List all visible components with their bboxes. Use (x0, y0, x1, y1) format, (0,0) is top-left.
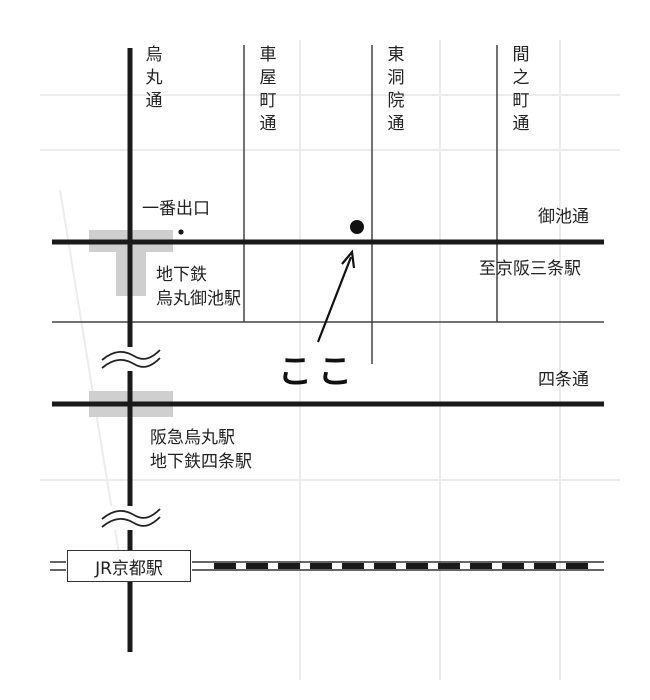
kuruma-yamachi-street-label: 車屋町通 (259, 45, 277, 134)
to-keihan-sanjo-label: 至京阪三条駅 (479, 259, 581, 279)
jr-railway (50, 561, 604, 571)
oike-street-label: 御池通 (538, 207, 589, 227)
karasuma-oike-line-2: 烏丸御池駅 (156, 289, 241, 309)
shijo-street-label: 四条通 (538, 370, 589, 390)
shijo-station-line-2: 地下鉄四条駅 (150, 452, 252, 472)
karasuma-oike-station-label: 地下鉄 烏丸御池駅 (156, 263, 241, 311)
jr-kyoto-station-box: JR京都駅 (67, 550, 191, 582)
here-label: ここ (278, 352, 358, 392)
exit-1-label: 一番出口 (142, 199, 210, 219)
shijo-station-line-1: 阪急烏丸駅 (150, 428, 235, 448)
road-break-symbols (100, 347, 162, 530)
jr-kyoto-station-label: JR京都駅 (95, 558, 163, 579)
background-roads (40, 40, 620, 680)
here-arrow (316, 249, 356, 343)
exit-1-dot (178, 229, 184, 235)
karasuma-street-label: 烏丸通 (145, 45, 163, 111)
ainomachi-street-label: 間之町通 (512, 45, 530, 134)
karasuma-oike-line-1: 地下鉄 (156, 265, 207, 285)
thin-streets (52, 45, 604, 364)
shijo-station-label: 阪急烏丸駅 地下鉄四条駅 (150, 426, 252, 474)
higashinotoin-street-label: 東洞院通 (387, 45, 405, 134)
location-marker (350, 220, 364, 234)
